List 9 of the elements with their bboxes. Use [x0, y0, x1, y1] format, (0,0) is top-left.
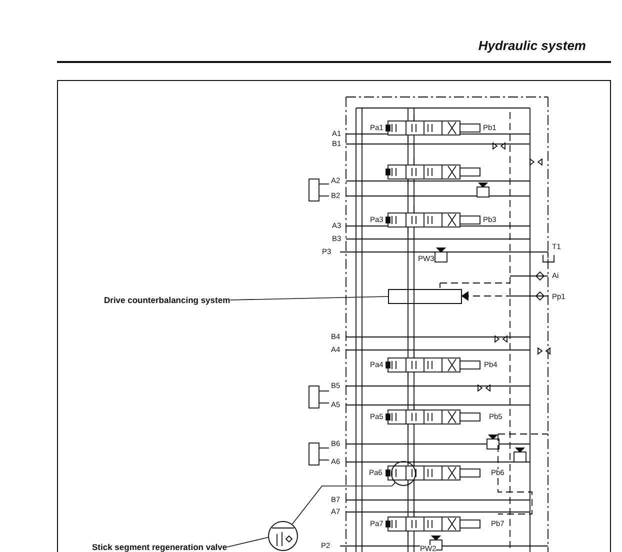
page-title: Hydraulic system	[478, 38, 586, 53]
detail-circle	[268, 521, 298, 551]
callout-text: Drive counterbalancing system	[104, 295, 230, 305]
detail-circle	[391, 461, 416, 486]
callout-text: Stick segment regeneration valve	[92, 542, 228, 552]
leader-line	[230, 296, 388, 300]
valve-body	[388, 289, 462, 304]
leader-line	[292, 482, 396, 525]
leader-line	[226, 536, 268, 548]
